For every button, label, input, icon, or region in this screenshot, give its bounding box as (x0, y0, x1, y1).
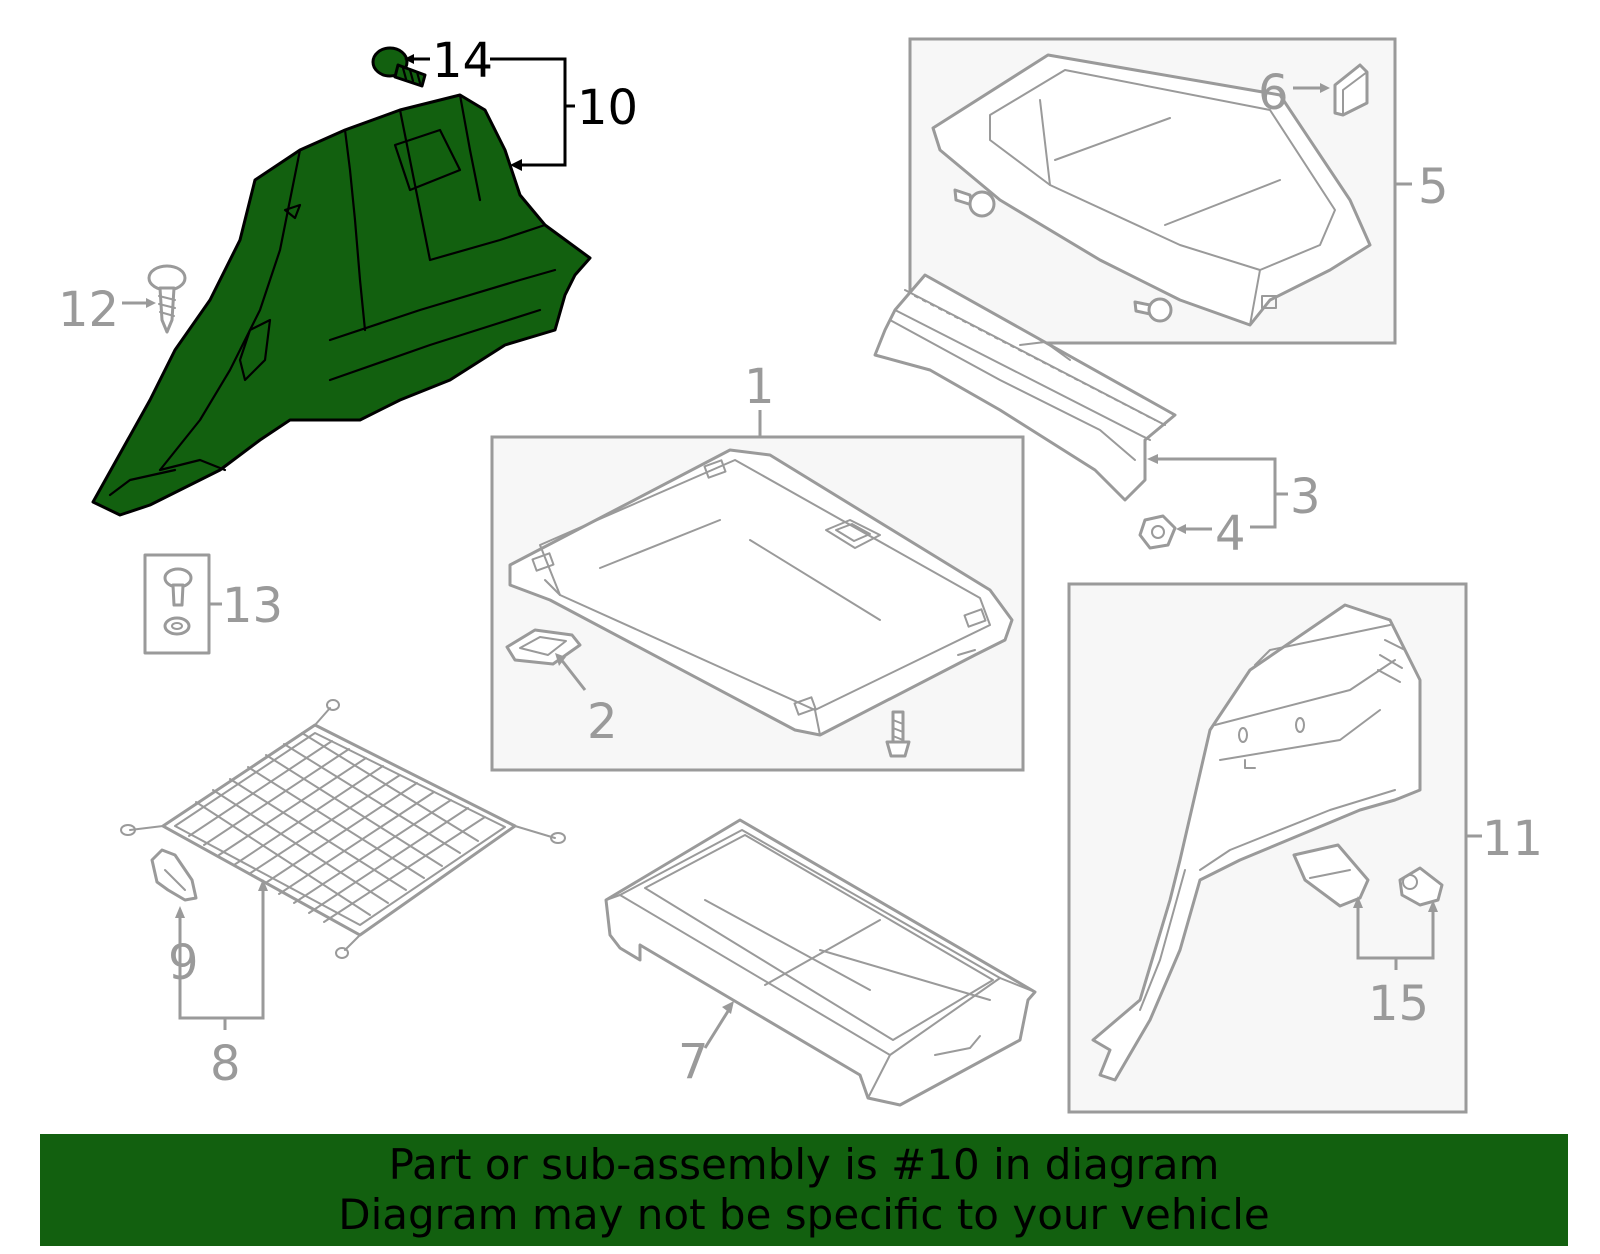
part-6-clip[interactable] (1333, 63, 1369, 117)
callout-13: 13 (222, 578, 283, 634)
callout-8: 8 (210, 1036, 241, 1092)
part-12-screw[interactable] (147, 264, 187, 334)
part-1-bolt[interactable] (885, 710, 911, 758)
callout-5: 5 (1418, 159, 1449, 215)
callout-10: 10 (577, 80, 638, 136)
part-15-cover-and-bulb[interactable] (1292, 843, 1444, 908)
banner-line-2: Diagram may not be specific to your vehi… (338, 1190, 1270, 1239)
part-8-cargo-net[interactable] (120, 699, 566, 959)
banner-line-1: Part or sub-assembly is #10 in diagram (388, 1140, 1220, 1189)
callout-4: 4 (1215, 506, 1246, 562)
callout-1: 1 (744, 359, 775, 415)
part-10-quarter-trim-panel[interactable] (91, 93, 592, 517)
callout-14: 14 (432, 33, 493, 89)
callout-14-10-leaders (404, 54, 575, 171)
callout-7-leader (703, 1007, 732, 1049)
part-11-side-trim[interactable] (1091, 603, 1422, 1082)
callout-8-9-leader (178, 886, 265, 1020)
part-13-bolt-kit[interactable] (143, 553, 211, 655)
callout-2-leader (558, 657, 587, 691)
callout-7: 7 (678, 1034, 709, 1090)
callout-9: 9 (168, 935, 199, 991)
info-banner: Part or sub-assembly is #10 in diagram D… (40, 1134, 1568, 1246)
part-4-nut[interactable] (1138, 514, 1177, 550)
callout-11: 11 (1482, 811, 1543, 867)
part-1-floor-board[interactable] (508, 448, 1014, 737)
part-5-package-tray[interactable] (931, 53, 1372, 327)
part-9-hook[interactable] (150, 848, 198, 902)
callout-15: 15 (1368, 976, 1429, 1032)
callout-12: 12 (58, 282, 119, 338)
part-14-clip[interactable] (371, 46, 427, 88)
part-7-storage-tray[interactable] (604, 818, 1037, 1107)
callout-3: 3 (1290, 469, 1321, 525)
part-3-scuff-plate[interactable] (873, 273, 1177, 502)
callout-2: 2 (587, 694, 618, 750)
callout-6: 6 (1258, 65, 1289, 121)
